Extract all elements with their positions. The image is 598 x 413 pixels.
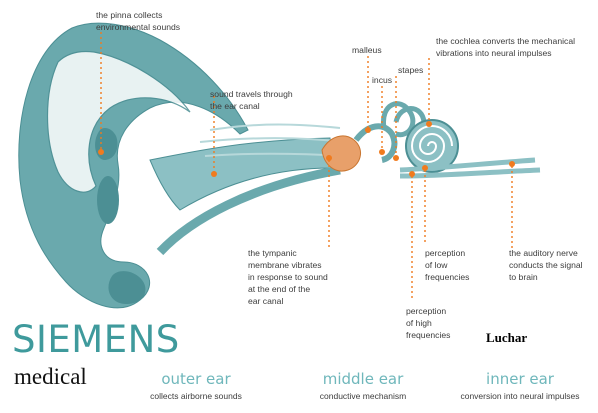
annotation-tympanic-membrane: the tympanic membrane vibrates in respon… <box>248 248 328 306</box>
ear-canal <box>149 137 333 211</box>
annotation-low-frequencies: perception of low frequencies <box>425 248 470 282</box>
annotation-incus: incus <box>372 75 393 85</box>
concha-shape <box>97 176 119 224</box>
annotation-malleus: malleus <box>352 45 382 55</box>
section-title-outer-ear: outer ear <box>161 370 231 388</box>
section-title-inner-ear: inner ear <box>486 370 554 388</box>
annotation-stapes: stapes <box>398 65 424 75</box>
brand-logo: SIEMENS <box>12 318 180 361</box>
annotation-auditory-nerve: the auditory nerve conducts the signal t… <box>509 248 583 282</box>
cochlea-spiral <box>410 125 453 163</box>
ear-canal-tube <box>156 165 341 256</box>
luchar-tag: Luchar <box>486 330 528 345</box>
leader-lines <box>100 32 513 300</box>
section-title-middle-ear: middle ear <box>322 370 404 388</box>
annotation-cochlea: the cochlea converts the mechanical vibr… <box>436 36 576 58</box>
section-subtitle-middle-ear: conductive mechanism <box>319 391 407 401</box>
semicircular-canals <box>381 101 427 138</box>
section-subtitle-outer-ear: collects airborne sounds <box>150 391 242 401</box>
annotation-pinna: the pinna collects environmental sounds <box>96 10 181 32</box>
lobe-shape <box>108 271 146 304</box>
brand-division: medical <box>14 364 87 389</box>
annotation-high-frequencies: perception of high frequencies <box>406 306 451 340</box>
annotation-ear-canal: sound travels through the ear canal <box>210 89 293 111</box>
leader-dots <box>98 121 515 177</box>
ossicle-chain <box>353 123 398 163</box>
ossicles <box>321 135 362 172</box>
section-subtitle-inner-ear: conversion into neural impulses <box>460 391 580 401</box>
